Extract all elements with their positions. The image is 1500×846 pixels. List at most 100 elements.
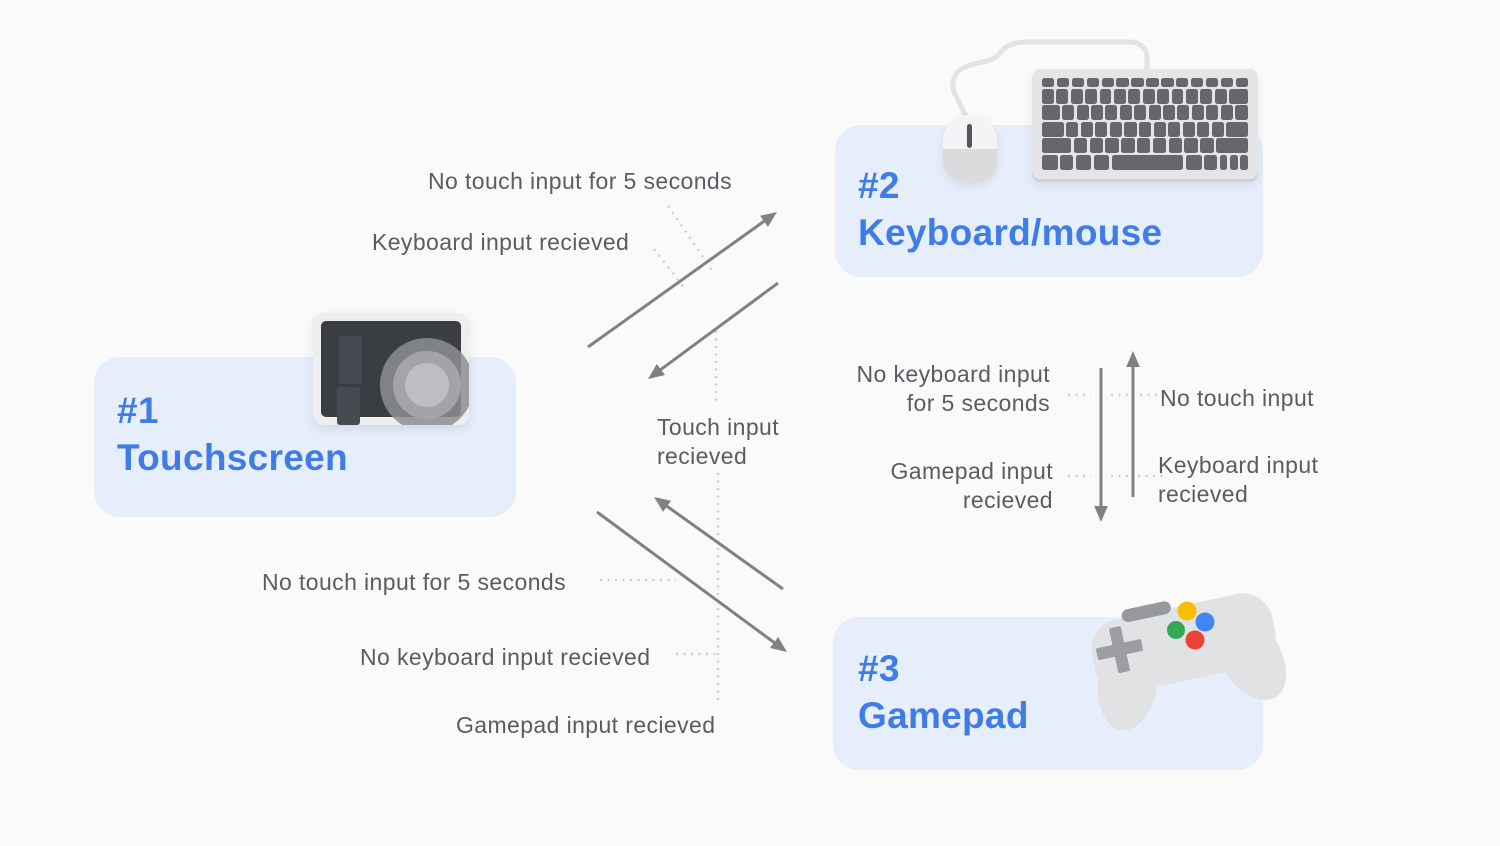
keyboard-key xyxy=(1066,121,1079,137)
keyboard-key xyxy=(1062,105,1075,121)
keyboard-key xyxy=(1042,78,1055,87)
transition-arrow xyxy=(587,218,767,349)
keyboard-key xyxy=(1056,88,1069,104)
keyboard-key xyxy=(1206,105,1219,121)
keyboard-key xyxy=(1071,78,1085,87)
keyboard-key xyxy=(1093,154,1110,170)
mouse-cable xyxy=(950,39,1150,119)
keyboard-key xyxy=(1161,78,1174,87)
keyboard-key xyxy=(1085,88,1098,104)
node-number: #1 xyxy=(117,390,159,431)
keyboard-key xyxy=(1182,121,1195,137)
keyboard-key-row xyxy=(1042,154,1249,170)
gamepad-button-yellow xyxy=(1177,601,1197,621)
keyboard-key xyxy=(1042,138,1072,154)
keyboard-icon xyxy=(1032,69,1258,179)
mouse-icon xyxy=(943,115,997,183)
keyboard-key xyxy=(1101,78,1114,87)
keyboard-key xyxy=(1119,105,1132,121)
keyboard-key xyxy=(1095,121,1108,137)
keyboard-key xyxy=(1111,154,1184,170)
touchscreen-widget xyxy=(339,336,362,384)
keyboard-key xyxy=(1139,121,1152,137)
gamepad-right-grip xyxy=(1212,609,1287,701)
gamepad-button-green xyxy=(1167,621,1185,639)
keyboard-key xyxy=(1200,88,1213,104)
keyboard-key xyxy=(1220,105,1233,121)
transition-arrowhead xyxy=(648,364,665,379)
node-label: Gamepad xyxy=(858,695,1029,736)
keyboard-key xyxy=(1124,121,1137,137)
keyboard-key xyxy=(1216,138,1249,154)
transition-arrow xyxy=(658,281,779,372)
edge-label-no-touch-5s-top: No touch input for 5 seconds xyxy=(428,168,732,194)
transition-arrowhead xyxy=(770,637,787,652)
keyboard-key xyxy=(1185,88,1198,104)
keyboard-key xyxy=(1089,138,1103,154)
keyboard-key xyxy=(1205,78,1219,87)
keyboard-key xyxy=(1168,138,1182,154)
keyboard-key xyxy=(1148,105,1161,121)
keyboard-key xyxy=(1109,121,1122,137)
keyboard-key xyxy=(1168,121,1181,137)
edge-label-gamepad-received-bottom: Gamepad input recieved xyxy=(456,712,716,738)
edge-label-keyboard-received-top: Keyboard input recieved xyxy=(372,229,630,255)
keyboard-key xyxy=(1091,105,1103,121)
node-label: Keyboard/mouse xyxy=(858,212,1163,253)
keyboard-key-row xyxy=(1042,121,1249,137)
transition-arrow xyxy=(596,510,777,645)
node-touchscreen-title: #1 Touchscreen xyxy=(117,387,348,481)
keyboard-key xyxy=(1177,105,1190,121)
keyboard-key xyxy=(1229,88,1249,104)
keyboard-key xyxy=(1153,121,1166,137)
keyboard-key xyxy=(1235,105,1249,121)
keyboard-key-row xyxy=(1042,105,1249,121)
keyboard-key xyxy=(1105,138,1119,154)
keyboard-key xyxy=(1163,105,1175,121)
keyboard-key xyxy=(1042,88,1054,104)
keyboard-key xyxy=(1240,154,1249,170)
edge-label-gamepad-received-mid: Gamepad input recieved xyxy=(890,458,1053,513)
transition-arrowhead xyxy=(1126,351,1140,367)
keyboard-key xyxy=(1042,154,1058,170)
keyboard-key xyxy=(1197,121,1210,137)
keyboard-key xyxy=(1134,105,1147,121)
gamepad-top-bar xyxy=(1121,601,1171,623)
keyboard-key xyxy=(1137,138,1151,154)
edge-label-no-keyboard-received: No keyboard input recieved xyxy=(360,644,651,670)
keyboard-keys xyxy=(1042,78,1249,170)
node-keyboard-mouse-title: #2 Keyboard/mouse xyxy=(858,162,1162,256)
keyboard-key xyxy=(1184,138,1198,154)
transition-arrowhead xyxy=(760,212,777,227)
keyboard-key xyxy=(1176,78,1189,87)
touch-ripple-inner xyxy=(405,363,449,407)
keyboard-key xyxy=(1121,138,1135,154)
keyboard-key xyxy=(1171,88,1184,104)
edge-label-no-touch-5s-bottom: No touch input for 5 seconds xyxy=(262,569,566,595)
keyboard-key xyxy=(1099,88,1112,104)
keyboard-key xyxy=(1113,88,1126,104)
keyboard-key xyxy=(1235,78,1248,87)
keyboard-key-row xyxy=(1042,138,1249,154)
keyboard-key xyxy=(1214,88,1227,104)
keyboard-key xyxy=(1185,154,1202,170)
keyboard-key xyxy=(1070,88,1083,104)
edge-label-no-touch: No touch input xyxy=(1160,385,1314,411)
keyboard-key xyxy=(1075,154,1092,170)
transition-arrowhead xyxy=(1094,506,1108,522)
keyboard-key xyxy=(1073,138,1088,154)
gamepad-dpad xyxy=(1096,626,1143,673)
keyboard-key xyxy=(1116,78,1129,87)
edge-label-no-keyboard-5s: No keyboard input for 5 seconds xyxy=(856,361,1050,416)
keyboard-key xyxy=(1152,138,1167,154)
dotted-guide xyxy=(652,248,688,291)
keyboard-key xyxy=(1226,121,1249,137)
keyboard-key-row xyxy=(1042,78,1248,87)
keyboard-key xyxy=(1229,154,1238,170)
edge-label-keyboard-received-mid: Keyboard input recieved xyxy=(1158,452,1319,507)
keyboard-key xyxy=(1128,88,1141,104)
keyboard-key-row xyxy=(1042,88,1249,104)
mouse-wheel xyxy=(967,124,972,148)
